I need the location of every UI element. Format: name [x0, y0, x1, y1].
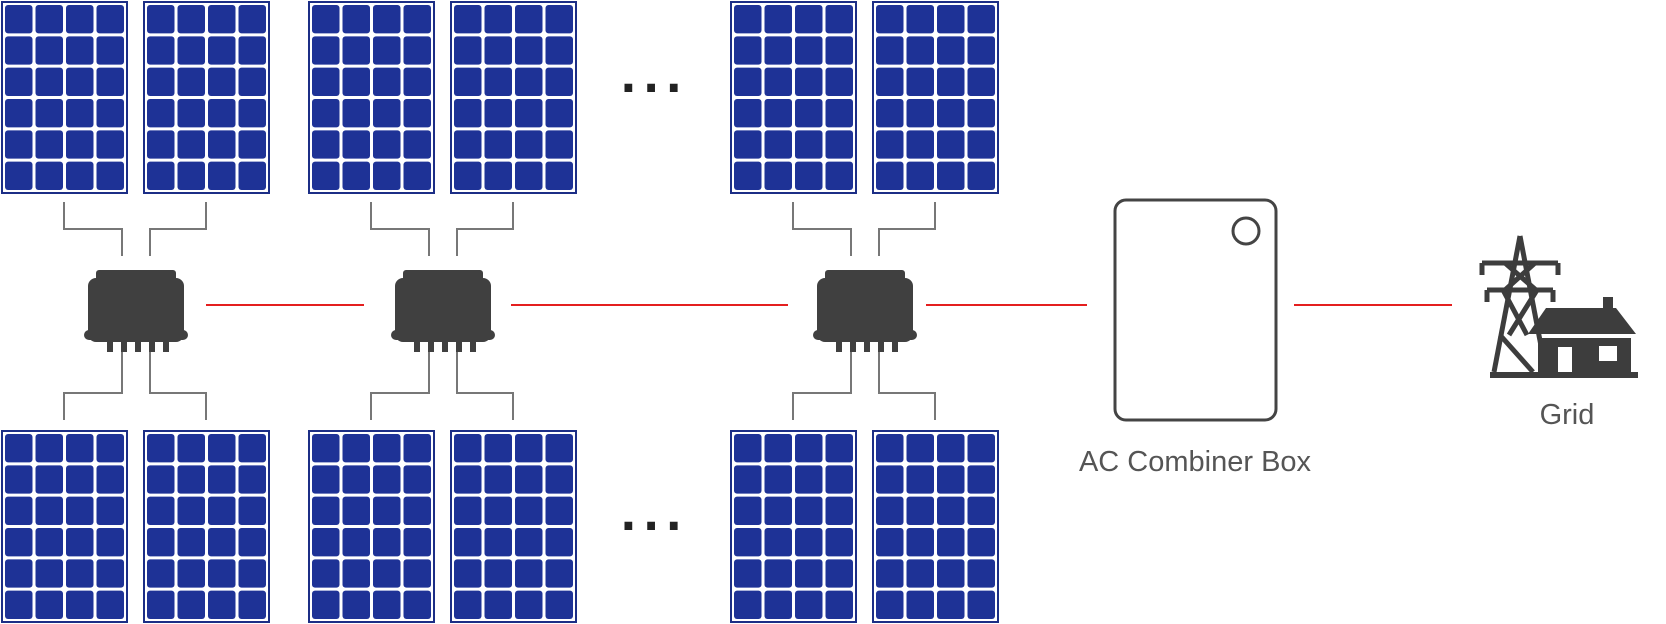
- microinverter-icon: [813, 270, 917, 352]
- solar-panel-icon: [143, 1, 270, 194]
- solar-panel-icon: [730, 1, 857, 194]
- solar-panel-icon: [450, 1, 577, 194]
- dc-wire-top: [370, 202, 430, 256]
- dc-wire-bottom: [149, 352, 207, 420]
- microinverter-icon: [84, 270, 188, 352]
- dc-wire-top: [456, 202, 514, 256]
- dc-wire-bottom: [370, 352, 430, 420]
- dc-wire-bottom: [456, 352, 514, 420]
- dc-wire-bottom: [878, 352, 936, 420]
- ac-combiner-box-icon: [1113, 198, 1278, 422]
- dc-wire-bottom: [792, 352, 852, 420]
- solar-panel-icon: [872, 1, 999, 194]
- solar-panel-icon: [730, 430, 857, 623]
- grid-label: Grid: [1540, 399, 1595, 431]
- solar-panel-icon: [1, 430, 128, 623]
- dc-wire-top: [878, 202, 936, 256]
- solar-panel-icon: [143, 430, 270, 623]
- solar-panel-icon: [1, 1, 128, 194]
- solar-panel-icon: [308, 1, 435, 194]
- dc-wire-top: [792, 202, 852, 256]
- ellipsis-bottom: ...: [620, 490, 688, 541]
- dc-wire-top: [63, 202, 123, 256]
- transmission-tower-house-icon: [1479, 235, 1638, 378]
- microinverter-group: [84, 270, 917, 352]
- solar-panel-array: [1, 1, 999, 623]
- ac-combiner-box-label: AC Combiner Box: [1079, 446, 1312, 478]
- microinverter-icon: [391, 270, 495, 352]
- dc-wire-top: [149, 202, 207, 256]
- dc-wire-bottom: [63, 352, 123, 420]
- solar-panel-icon: [308, 430, 435, 623]
- dc-wires: [63, 202, 936, 420]
- solar-panel-icon: [872, 430, 999, 623]
- solar-panel-icon: [450, 430, 577, 623]
- ellipsis-top: ...: [620, 52, 688, 103]
